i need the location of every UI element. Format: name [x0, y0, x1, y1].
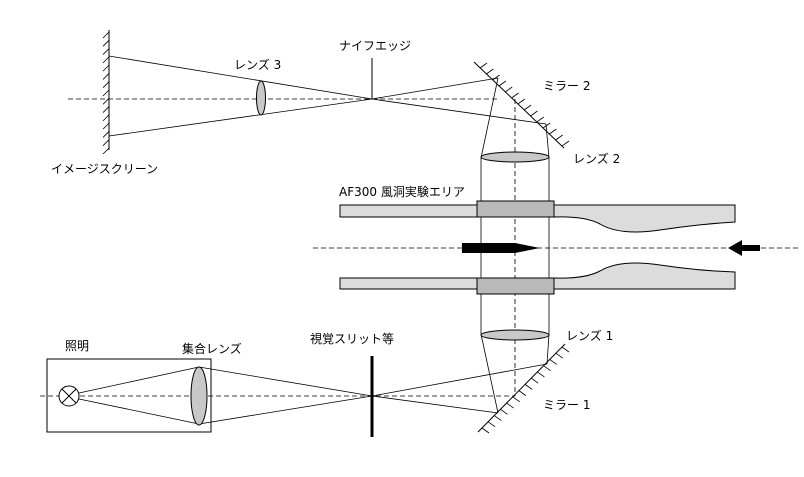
model-arrow-icon — [462, 243, 540, 253]
hatch-tick — [102, 40, 110, 47]
hatch-tick — [530, 110, 538, 117]
hatch-tick — [102, 64, 110, 72]
hatch-tick — [561, 346, 570, 353]
hatch-tick — [524, 384, 533, 390]
hatch-tick — [492, 74, 500, 81]
lower-ray-b1 — [198, 395, 373, 425]
label-mirror-2: ミラー 2 — [543, 79, 590, 93]
lens-3 — [256, 80, 266, 116]
upper-ray-a1 — [108, 55, 373, 100]
beam-upper-right — [545, 123, 550, 159]
tunnel-lower-wall — [339, 262, 736, 290]
hatch-tick — [102, 139, 110, 146]
upper-ray-b1 — [108, 98, 373, 137]
image-screen — [102, 30, 110, 155]
hatch-tick — [561, 140, 570, 147]
mirror-2-hatching — [479, 62, 570, 147]
hatch-tick — [523, 104, 532, 111]
upper-ray-a2 — [371, 77, 499, 100]
label-illumination: 照明 — [65, 339, 89, 353]
hatch-tick — [102, 31, 110, 39]
wind-tunnel — [339, 200, 736, 295]
hatch-tick — [530, 377, 539, 384]
mirror-1 — [477, 343, 570, 434]
lamp-cross-b — [61, 388, 77, 404]
hatch-tick — [102, 73, 110, 80]
hatch-tick — [102, 48, 110, 55]
hatch-tick — [555, 352, 564, 359]
lower-ray-a2 — [371, 363, 548, 397]
hatch-tick — [549, 359, 557, 365]
hatch-tick — [102, 114, 110, 122]
window-upper — [476, 200, 555, 218]
hatch-tick — [102, 131, 110, 138]
mirror-2 — [473, 61, 570, 149]
hatch-tick — [102, 147, 110, 155]
image-screen-hatching — [102, 31, 110, 155]
lower-ray-b2 — [371, 395, 499, 414]
upper-ray-b2 — [371, 98, 547, 125]
lower-ray-a1 — [198, 366, 373, 397]
label-test-section: AF300 風洞実験エリア — [339, 184, 465, 199]
label-image-screen: イメージスクリーン — [51, 162, 158, 176]
window-lower — [476, 277, 555, 295]
hatch-tick — [511, 92, 519, 99]
label-knife-edge: ナイフエッジ — [339, 39, 411, 53]
label-slit: 視覚スリット等 — [310, 331, 394, 346]
beam-lower-right — [546, 333, 550, 365]
hatch-tick — [555, 134, 563, 141]
hatch-tick — [494, 415, 502, 421]
hatch-tick — [102, 122, 110, 130]
hatch-tick — [498, 80, 507, 87]
hatch-tick — [536, 116, 545, 123]
lower-ray-in-top — [78, 366, 200, 394]
hatch-tick — [504, 86, 513, 93]
hatch-tick — [512, 396, 521, 403]
hatch-tick — [479, 62, 488, 69]
tunnel-upper-wall — [339, 204, 736, 233]
lens-2 — [480, 151, 550, 163]
mirror-1-hatching — [481, 346, 570, 434]
label-condenser-lens: 集合レンズ — [182, 341, 242, 356]
hatch-tick — [102, 106, 110, 113]
label-mirror-1: ミラー 1 — [543, 398, 590, 412]
label-lens-2: レンズ 2 — [573, 151, 620, 166]
light-source-box — [46, 358, 212, 433]
hatch-tick — [542, 122, 551, 129]
hatch-tick — [506, 402, 514, 409]
hatch-tick — [537, 371, 545, 378]
hatch-tick — [543, 365, 551, 372]
hatch-tick — [518, 390, 527, 396]
hatch-tick — [481, 427, 490, 434]
hatch-tick — [102, 81, 110, 88]
condenser-lens — [190, 366, 208, 426]
hatch-tick — [102, 89, 110, 97]
lower-ray-in-bottom — [78, 398, 200, 425]
label-lens-3: レンズ 3 — [234, 57, 281, 72]
beam-upper-left — [480, 77, 499, 159]
hatch-tick — [500, 408, 508, 415]
hatch-tick — [102, 56, 110, 64]
hatch-tick — [517, 98, 526, 105]
flow-direction-arrow-icon — [728, 240, 760, 256]
hatch-tick — [487, 421, 496, 428]
lens-1 — [480, 329, 550, 341]
hatch-tick — [486, 68, 494, 75]
hatch-tick — [549, 128, 557, 135]
beam-lower-left — [480, 333, 499, 414]
label-lens-1: レンズ 1 — [566, 328, 613, 343]
